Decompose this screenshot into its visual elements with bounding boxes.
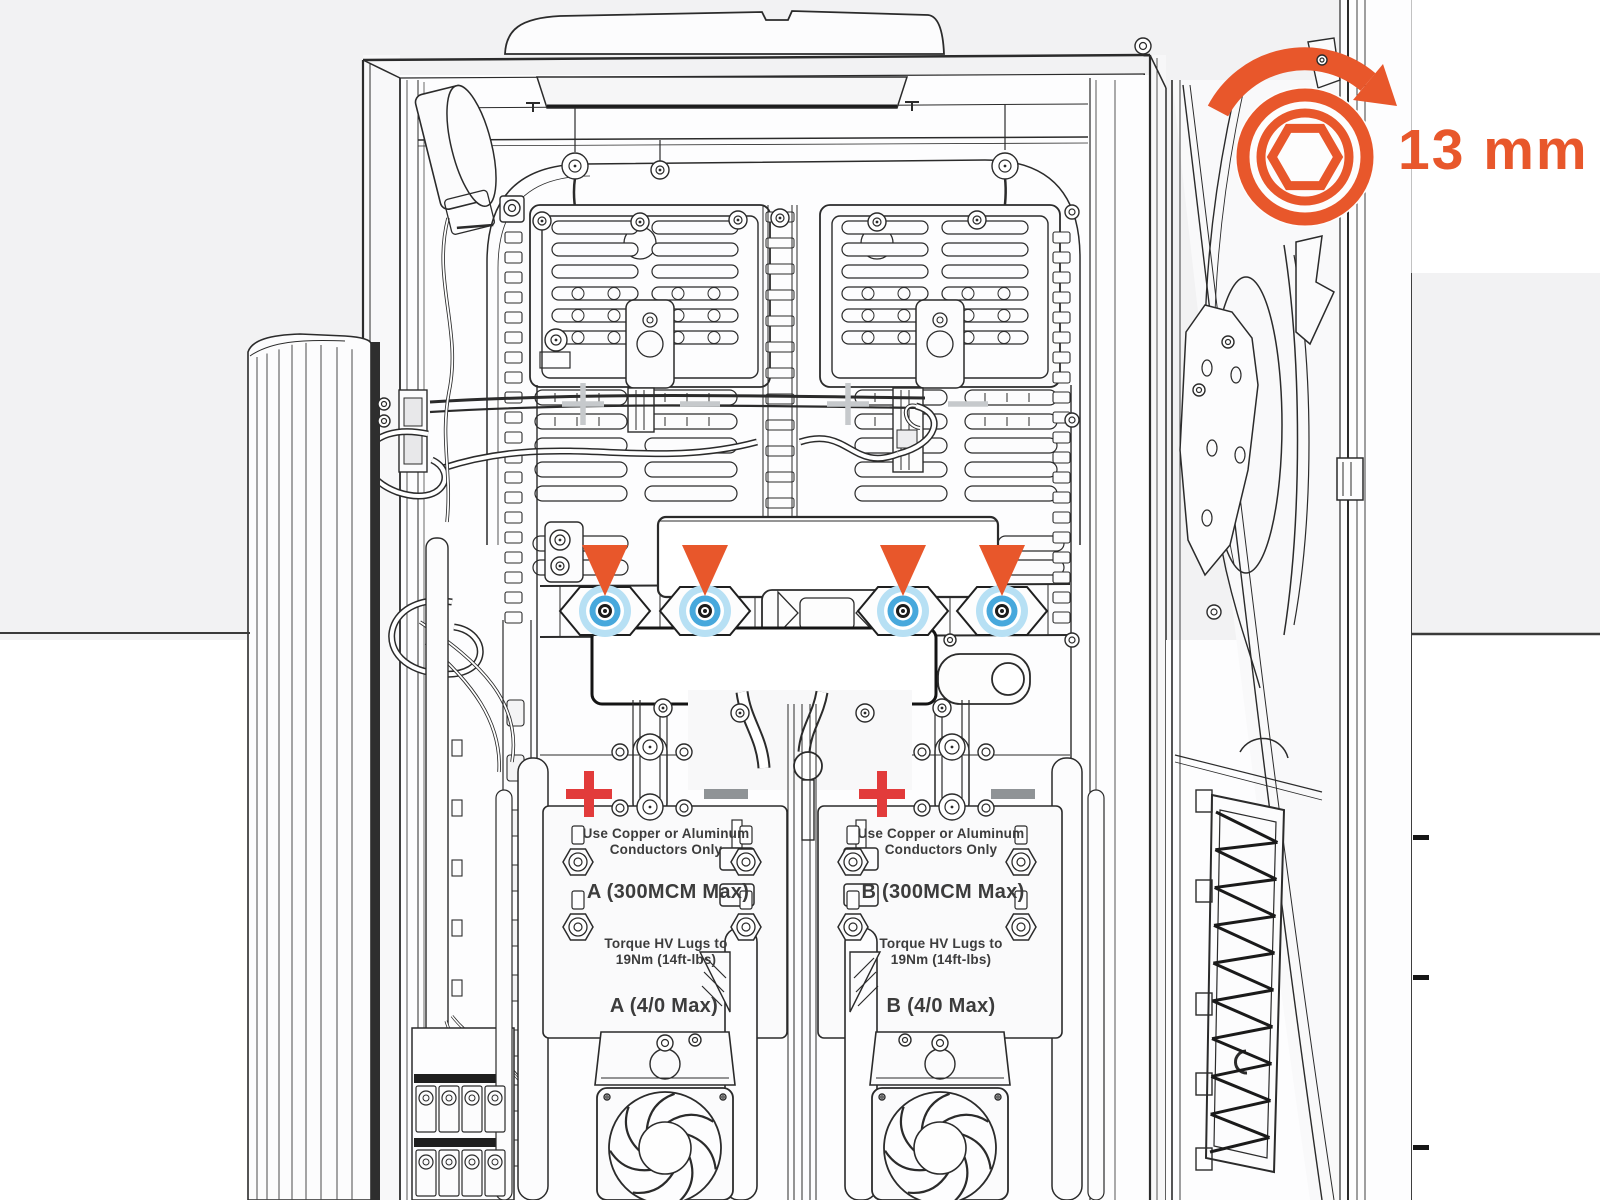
annotations [558,383,1049,817]
frame-tick [1413,975,1429,980]
bolt-marker [955,545,1049,637]
bolt-marker-arrow-icon [979,545,1025,596]
screw-icon [977,799,995,817]
bolt-marker [658,545,752,637]
screw-icon [878,1093,886,1101]
hex-socket-icon [1266,123,1344,191]
plus-symbol [566,771,612,817]
rotation-arrow-icon [1207,47,1376,117]
screw-icon [728,210,748,230]
screw-icon [938,733,966,761]
screw-icon [898,1033,912,1047]
frame-tick [1413,835,1429,840]
screw-icon [967,210,987,230]
screw-icon [931,1034,949,1052]
screw-icon [1064,632,1080,648]
screw-icon [636,793,664,821]
door-latch [1295,235,1335,346]
torque-note-b: Torque HV Lugs to 19Nm (14ft-lbs) [879,936,1003,967]
lug-size-label-a: A (300MCM Max) [586,881,750,903]
bolt-marker-arrow-icon [682,545,728,596]
screw-icon [675,743,693,761]
screw-icon [650,160,670,180]
screw-icon [377,397,391,411]
ghost-plus-symbol [562,383,604,425]
screw-icon [611,743,629,761]
screw-icon [675,799,693,817]
screw-icon [636,733,664,761]
screw-icon [630,212,650,232]
hv-lug-bolt [730,890,762,941]
torque-note-a: Torque HV Lugs to 19Nm (14ft-lbs) [604,936,728,967]
screw-icon [932,698,952,718]
screw-icon [550,556,570,576]
screw-icon [991,152,1019,180]
screw-icon [544,328,568,352]
hv-lug-bolt [562,890,594,941]
hv-lug-bolt [837,825,869,876]
socket-size-icon [1207,47,1397,227]
screw-icon [1064,412,1080,428]
hv-lug-bolt [730,825,762,876]
open-door [1166,0,1429,1200]
screw-icon [611,799,629,817]
vent-grille-panel [1204,793,1286,1174]
screw-icon [770,208,790,228]
conductor-note-b: Use Copper or Aluminum Conductors Only [857,826,1025,857]
top-vent-slot [535,76,909,109]
screw-icon [1134,37,1152,55]
screw-icon [855,703,875,723]
screw-icon [719,1093,727,1101]
bolt-marker-arrow-icon [880,545,926,596]
bolt-marker [558,545,652,637]
wire-size-label-b: B (4/0 Max) [886,995,996,1017]
screw-icon [656,1034,674,1052]
hv-lug-bolt [562,825,594,876]
cabinet-lid [504,10,945,55]
screw-icon [867,212,887,232]
hardware-details [256,37,1328,1200]
socket-ring [1256,108,1354,206]
screw-icon [730,703,750,723]
screw-icon [549,529,571,551]
frame-tick [1413,1145,1429,1150]
bolt-marker [856,545,950,637]
screw-icon [943,633,957,647]
conductor-note-a: Use Copper or Aluminum Conductors Only [582,826,750,857]
hv-lug-bolt [1005,890,1037,941]
screw-icon [653,698,673,718]
door-mount-plate [1179,304,1259,577]
screw-icon [503,199,521,217]
screw-icon [1064,204,1080,220]
screw-icon [561,152,589,180]
hv-bus-area [539,515,1071,706]
screw-icon [1221,335,1235,349]
rotation-arrowhead-icon [1353,64,1397,106]
hv-lug-bolt [1005,825,1037,876]
screw-icon [1192,383,1206,397]
screw-icon [913,799,931,817]
plus-symbol [859,771,905,817]
screw-icon [913,743,931,761]
wire-size-label-a: A (4/0 Max) [609,995,719,1017]
screw-icon [994,1093,1002,1101]
screw-icon [603,1093,611,1101]
screw-icon [377,414,391,428]
lug-size-label-b: B (300MCM Max) [861,881,1025,903]
screw-icon [1316,54,1328,66]
screw-icon [938,793,966,821]
ghost-plus-symbol [827,383,869,425]
screw-icon [1206,604,1222,620]
bolt-marker-arrow-icon [582,545,628,596]
hv-lug-bolt [837,890,869,941]
screw-icon [532,211,552,231]
socket-size-label: 13 mm [1398,118,1589,182]
screw-icon [977,743,995,761]
screw-icon [688,1033,702,1047]
